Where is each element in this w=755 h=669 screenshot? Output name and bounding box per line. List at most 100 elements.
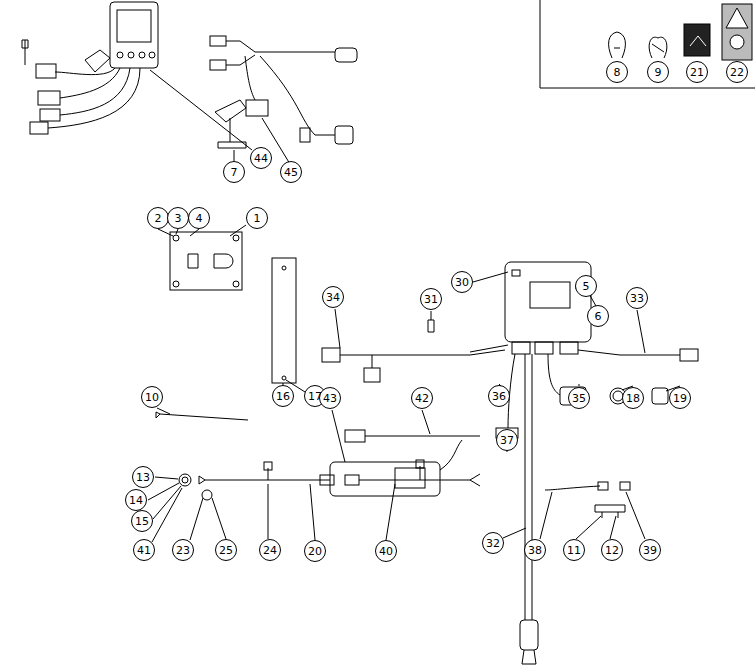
part-outline [150,70,252,150]
part-outline [535,342,553,354]
callout-number: 36 [488,385,510,407]
part-outline [637,310,645,353]
part-outline [157,408,170,414]
part-outline [335,309,340,348]
part-outline [726,8,748,28]
part-outline [48,68,140,128]
part-outline [560,342,578,354]
part-outline [595,505,625,518]
part-outline [335,48,357,62]
callout-number: 44 [250,147,272,169]
callout-number: 22 [726,61,748,83]
part-outline [416,460,424,468]
callout-number: 20 [304,540,326,562]
part-outline [548,354,560,395]
part-outline [173,235,179,241]
callout-number: 14 [125,489,147,511]
callout-number: 19 [669,387,691,409]
part-outline [422,410,430,434]
part-outline [380,345,508,355]
part-outline [578,350,680,355]
part-outline [503,528,526,538]
callout-number: 23 [172,539,194,561]
callout-number: 9 [647,61,669,83]
part-outline [609,32,626,58]
callout-number: 4 [188,207,210,229]
part-outline [598,482,608,490]
callout-number: 18 [622,387,644,409]
callout-number: 32 [482,532,504,554]
part-outline [649,37,667,58]
part-outline [260,56,335,135]
callout-number: 35 [568,387,590,409]
part-outline [512,342,530,354]
part-outline [680,349,698,361]
inset-panel [540,0,755,88]
part-outline [245,56,255,100]
part-outline [139,52,145,58]
part-outline [60,68,130,115]
callout-number: 12 [601,539,623,561]
wiring-harness [322,309,508,382]
callout-number: 5 [575,275,597,297]
part-outline [345,430,365,442]
part-outline [428,311,434,332]
part-outline [36,64,56,78]
part-outline [340,355,380,368]
part-outline [282,266,286,270]
part-outline [272,258,296,383]
part-outline [300,128,310,142]
callout-number: 40 [375,540,397,562]
part-outline [540,0,755,88]
part-outline [530,282,570,308]
cable-tie [156,408,248,420]
part-outline [85,50,110,72]
part-outline [246,100,268,116]
part-outline [226,41,335,65]
part-outline [148,477,182,542]
callout-number: 1 [246,207,268,229]
part-outline [540,492,645,539]
part-outline [335,126,353,144]
part-outline [520,620,538,650]
part-outline [364,368,380,382]
part-outline [182,477,188,483]
part-outline [320,475,334,485]
callout-number: 31 [420,288,442,310]
callout-number: 24 [259,539,281,561]
part-outline [156,412,248,420]
part-outline [218,118,246,148]
part-outline [652,388,668,404]
part-outline [722,4,752,60]
part-outline [282,376,286,380]
callout-number: 42 [411,387,433,409]
part-outline [170,232,242,290]
part-outline [210,60,226,70]
callout-number: 16 [272,385,294,407]
callout-number: 15 [131,510,153,532]
part-outline [386,484,395,540]
part-outline [545,486,600,490]
callout-number: 43 [319,387,341,409]
part-outline [322,348,340,362]
part-outline [233,281,239,287]
callout-number: 11 [563,539,585,561]
callout-number: 8 [606,61,628,83]
part-outline [332,410,480,470]
callout-number: 3 [167,207,189,229]
part-outline [38,91,60,105]
part-outline [190,484,315,540]
callout-number: 21 [686,61,708,83]
callout-number: 38 [524,539,546,561]
part-outline [30,122,48,134]
wiring-harness [210,36,357,164]
part-outline [264,462,272,470]
mount-bracket [215,100,246,161]
part-outline [110,2,158,68]
callout-number: 34 [322,286,344,308]
callout-number: 25 [215,539,237,561]
callout-number: 30 [451,271,473,293]
small-hardware [540,482,645,539]
callout-number: 41 [133,539,155,561]
